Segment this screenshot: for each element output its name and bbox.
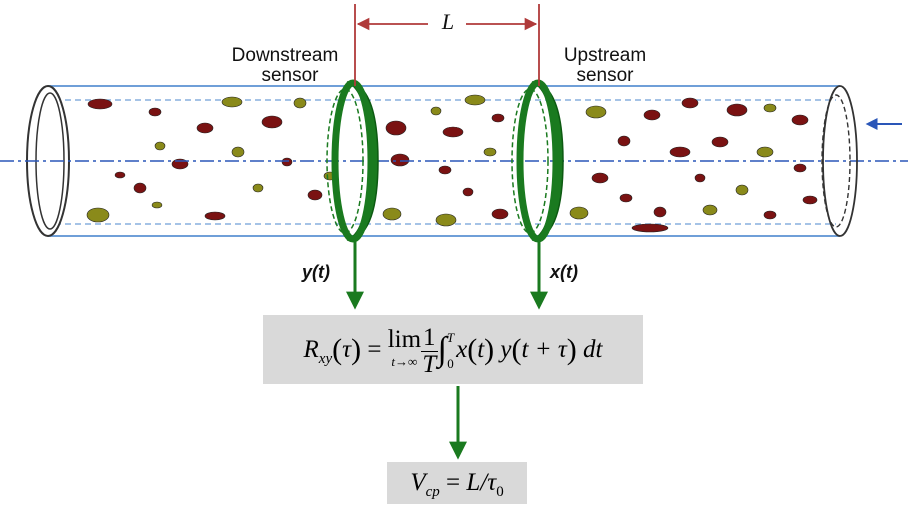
velocity-formula-box: Vcp = L/τ0 [387,462,527,504]
particle [802,195,818,205]
particle [462,187,474,197]
particle [196,122,214,134]
signal-x-label: x(t) [550,262,578,282]
particle [491,208,509,220]
particle [702,204,718,216]
particle [114,171,126,179]
particle [763,103,777,113]
pipe-body [48,85,840,237]
particle [87,98,113,110]
particle [438,165,452,175]
particle [585,105,607,119]
particle [483,147,497,157]
particle [791,114,809,126]
particle [464,94,486,106]
particle [382,207,402,221]
particle [148,107,162,117]
correlation-formula-box: Rxy(τ) = lim t→∞ 1 T ∫ T 0 x(t) y(t + τ)… [263,315,643,384]
upstream-label-line2: sensor [576,65,634,86]
particle [569,206,589,220]
corr-dt: dt [583,336,603,363]
vel-symbol: V [410,469,426,496]
vel-sub: cp [425,484,440,500]
particle [643,109,661,121]
downstream-sensor-ring [326,79,379,243]
corr-integrand-y: y [500,336,512,363]
corr-arg-t: t [477,336,485,363]
corr-lhs-arg: τ [342,336,352,363]
particle [385,120,407,136]
particle [204,211,226,221]
particles-group [86,94,818,233]
particle [133,182,147,194]
particle [151,201,163,209]
particle [726,103,748,117]
particle [430,106,442,116]
vel-rhs-sub: 0 [496,484,504,500]
particle [154,141,166,151]
corr-arg-shift: t + τ [521,336,567,363]
particle [681,97,699,109]
downstream-sensor-label: Downstream sensor [210,46,360,86]
particle [435,213,457,227]
particle [756,146,774,158]
corr-lim: lim [387,326,422,354]
particle [694,173,706,183]
corr-lim-under: t→∞ [391,354,418,370]
particle [390,153,410,167]
corr-lhs-symbol: R [303,336,319,363]
particle [711,136,729,148]
particle [307,189,323,201]
particle [617,135,631,147]
corr-int-upper: T [446,330,455,346]
downstream-label-line2: sensor [261,65,319,86]
corr-frac-den: T [422,350,437,378]
particle [221,96,243,108]
corr-frac-num: 1 [421,323,438,352]
particle [252,183,264,193]
particle [442,126,464,138]
particle [231,146,245,158]
length-bracket [354,4,540,86]
particle [261,115,283,129]
particle [669,146,691,158]
upstream-label-line1: Upstream [563,45,647,66]
corr-lhs-sub: xy [318,351,333,367]
particle [619,193,633,203]
upstream-sensor-label: Upstream sensor [540,46,670,86]
particle [793,163,807,173]
corr-integrand-x: x [456,336,468,363]
vel-rhs: L/τ [466,469,497,496]
particle [763,210,777,220]
upstream-sensor-ring [511,79,564,243]
particle [86,207,110,223]
downstream-label-line1: Downstream [231,45,339,66]
particle [491,113,505,123]
particle [653,206,667,218]
signal-y-label: y(t) [302,262,330,282]
pipe-right-end [821,85,858,237]
particle [293,97,307,109]
length-label: L [441,9,455,34]
corr-int-lower: 0 [447,356,454,372]
particle [735,184,749,196]
particle [281,157,293,167]
particle [631,223,669,233]
particle [591,172,609,184]
